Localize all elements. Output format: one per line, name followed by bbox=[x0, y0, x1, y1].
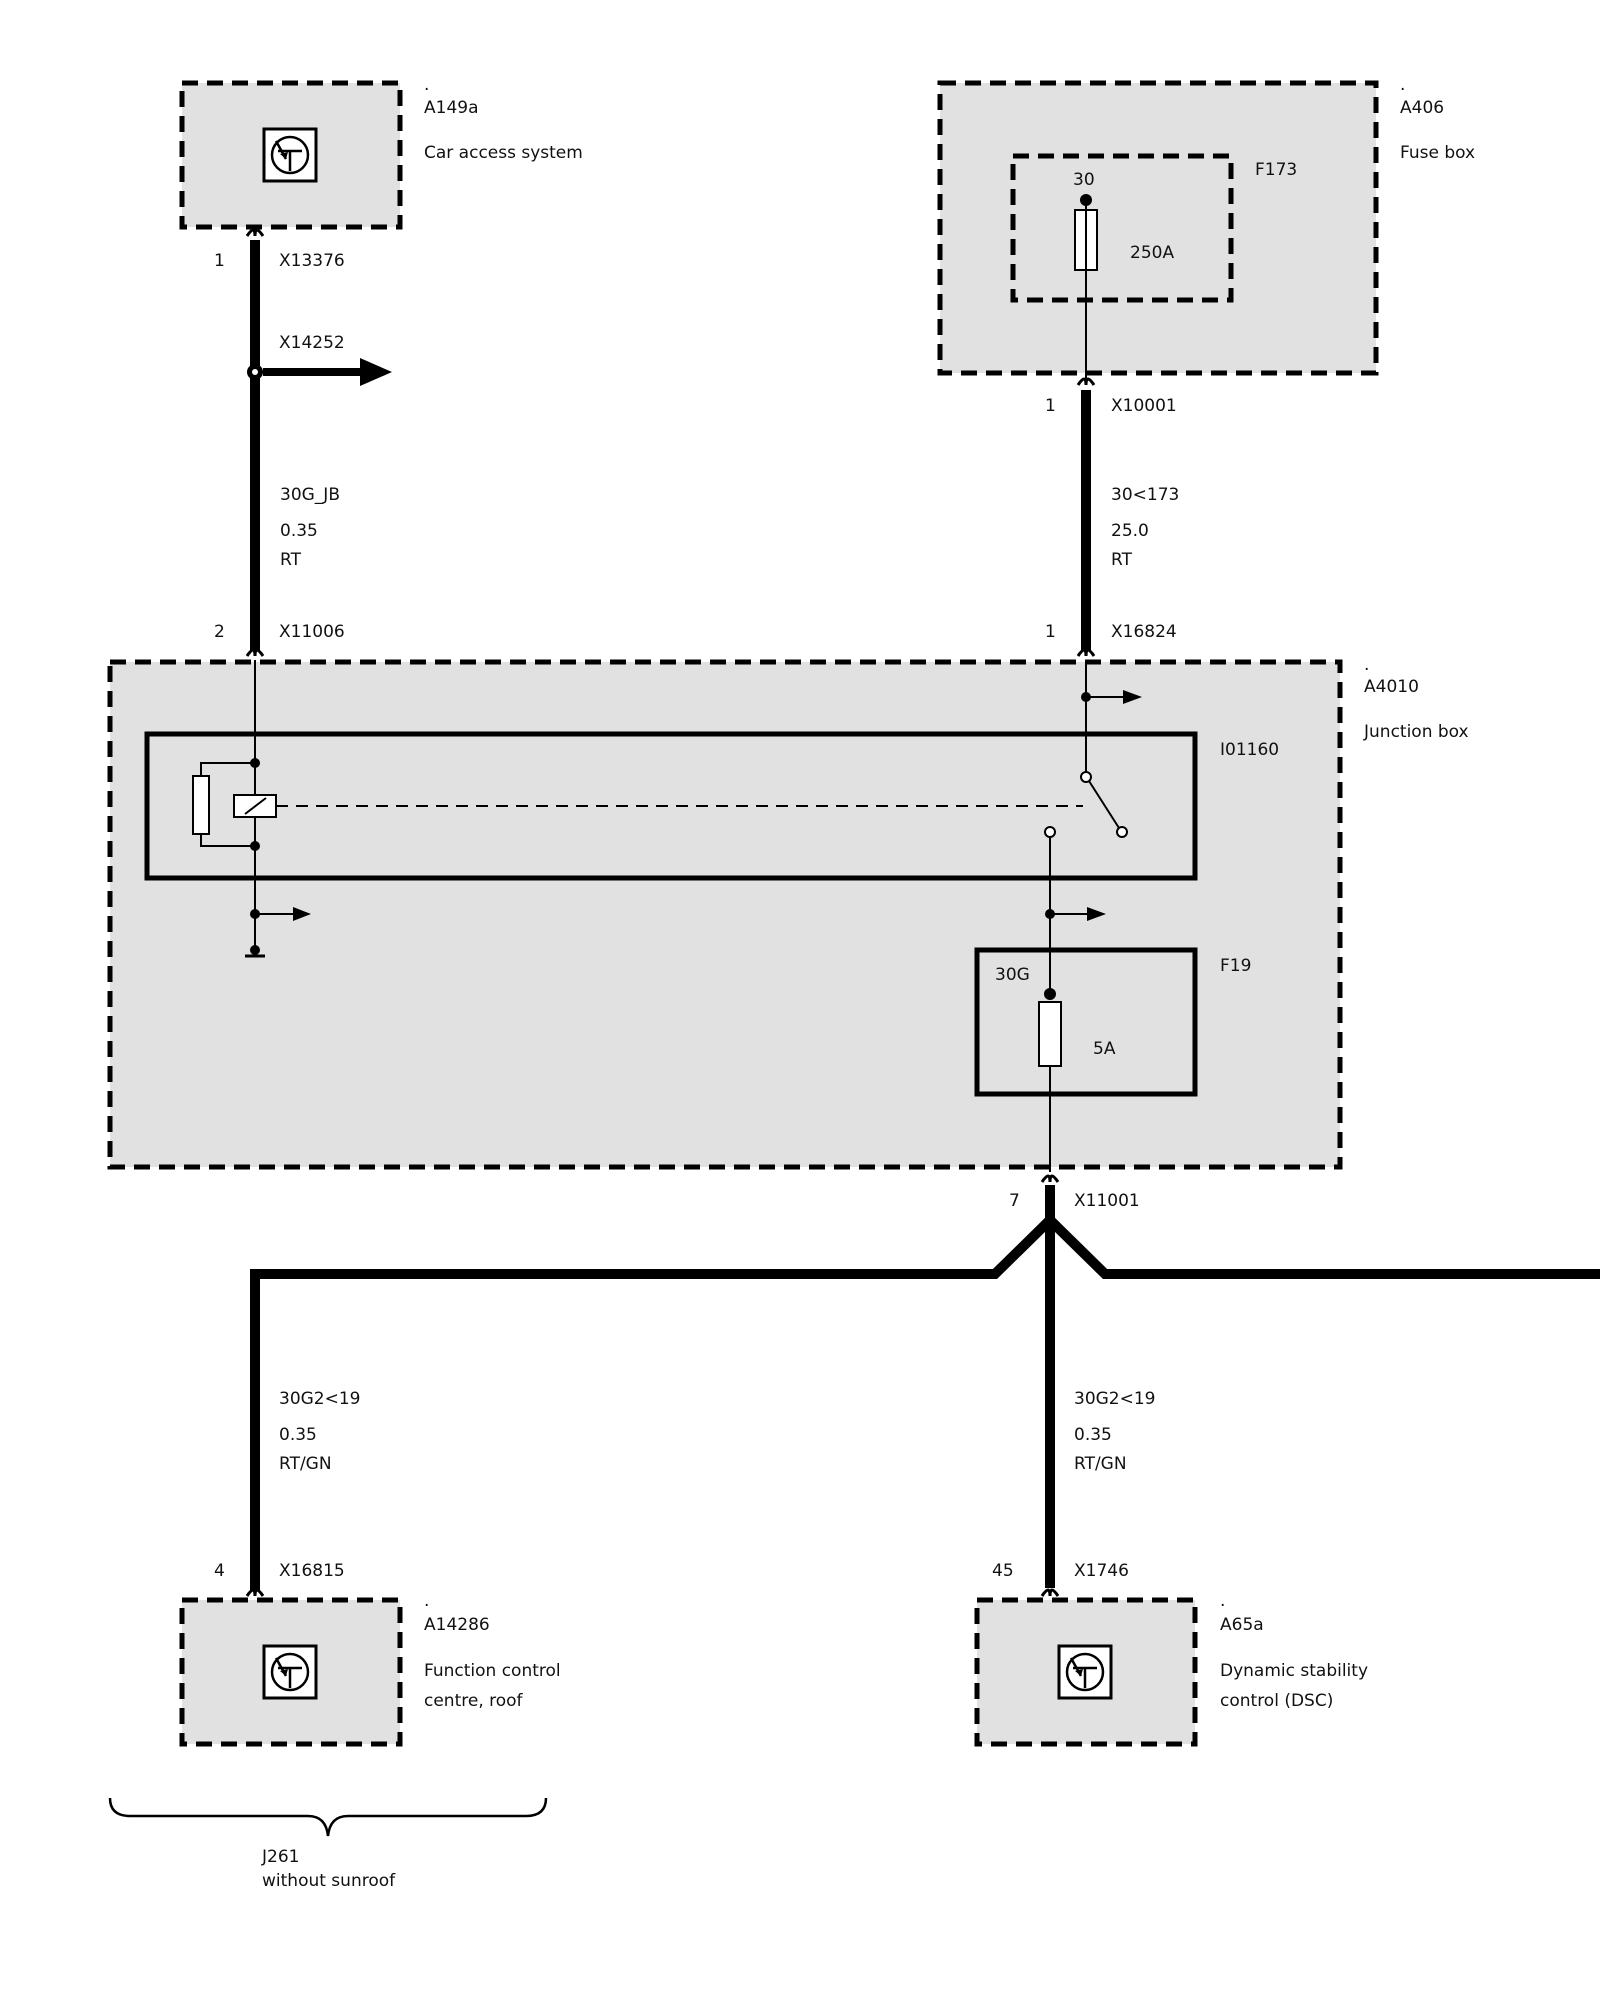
component-name: Junction box bbox=[1363, 722, 1469, 742]
wire-gauge: 0.35 bbox=[1074, 1425, 1112, 1445]
fuse-terminal: 30G bbox=[995, 965, 1030, 985]
resistor-icon bbox=[192, 775, 210, 835]
branch-arrow bbox=[293, 907, 311, 921]
branch-arrow bbox=[360, 358, 392, 386]
component-id: A149a bbox=[424, 98, 479, 118]
component-mark: . bbox=[424, 1591, 429, 1611]
option-text: without sunroof bbox=[262, 1871, 396, 1891]
wire-gauge: 25.0 bbox=[1111, 521, 1149, 541]
relay-switch bbox=[1088, 780, 1120, 829]
wire-signal: 30G2<19 bbox=[279, 1389, 361, 1409]
wire-split bbox=[250, 1216, 1054, 1590]
fuse-f173-box bbox=[1010, 153, 1234, 303]
fuse-f19-icon bbox=[1038, 1001, 1062, 1067]
junction-box bbox=[107, 659, 1343, 1170]
component-name: Car access system bbox=[424, 143, 583, 163]
component-id: A406 bbox=[1400, 98, 1444, 118]
branch-arrow bbox=[1123, 690, 1142, 704]
wire-color: RT/GN bbox=[1074, 1454, 1127, 1474]
control-unit-icon bbox=[262, 1644, 318, 1700]
connector-id: X16815 bbox=[279, 1561, 345, 1581]
fuse-f19-box bbox=[974, 947, 1198, 1097]
component-id: A65a bbox=[1220, 1615, 1264, 1635]
fuse-id: F173 bbox=[1255, 160, 1297, 180]
relay-id: I01160 bbox=[1220, 740, 1279, 760]
relay-i01160-box bbox=[144, 731, 1198, 881]
component-id: A4010 bbox=[1364, 677, 1419, 697]
connector-id: X13376 bbox=[279, 251, 345, 271]
connector-pin: 1 bbox=[214, 251, 225, 271]
wire-color: RT bbox=[280, 550, 302, 570]
connector-id: X1746 bbox=[1074, 1561, 1129, 1581]
option-code: J261 bbox=[261, 1847, 299, 1867]
option-brace bbox=[108, 1797, 548, 1837]
connector-id: X11006 bbox=[279, 622, 345, 642]
control-unit-icon bbox=[1057, 1644, 1113, 1700]
wire-gauge: 0.35 bbox=[279, 1425, 317, 1445]
connector-pin: 45 bbox=[992, 1561, 1014, 1581]
component-mark: . bbox=[1400, 75, 1405, 95]
component-mark: . bbox=[1220, 1591, 1225, 1611]
wire-signal: 30<173 bbox=[1111, 485, 1179, 505]
component-mark: . bbox=[1364, 655, 1369, 675]
connector-pin: 2 bbox=[214, 622, 225, 642]
connector-id: X16824 bbox=[1111, 622, 1177, 642]
component-name: Dynamic stability bbox=[1220, 1661, 1368, 1681]
component-name: centre, roof bbox=[424, 1691, 524, 1711]
fuse-rating: 5A bbox=[1093, 1039, 1116, 1059]
connector-pin: 7 bbox=[1009, 1191, 1020, 1211]
wire-gauge: 0.35 bbox=[280, 521, 318, 541]
connector-pin: 4 bbox=[214, 1561, 225, 1581]
component-mark: . bbox=[424, 75, 429, 95]
connector-pin: 1 bbox=[1045, 622, 1056, 642]
component-name: control (DSC) bbox=[1220, 1691, 1333, 1711]
wire-signal: 30G2<19 bbox=[1074, 1389, 1156, 1409]
fuse-terminal: 30 bbox=[1073, 170, 1095, 190]
connector-id: X11001 bbox=[1074, 1191, 1140, 1211]
branch-arrow bbox=[1087, 907, 1106, 921]
component-id: A14286 bbox=[424, 1615, 490, 1635]
wire-color: RT/GN bbox=[279, 1454, 332, 1474]
connector-pin: 1 bbox=[1045, 396, 1056, 416]
connector-id: X10001 bbox=[1111, 396, 1177, 416]
fuse-id: F19 bbox=[1220, 956, 1251, 976]
wire-signal: 30G_JB bbox=[280, 485, 340, 505]
control-unit-icon bbox=[262, 127, 318, 183]
connector-id: X14252 bbox=[279, 333, 345, 353]
fuse-rating: 250A bbox=[1130, 243, 1174, 263]
component-name: Fuse box bbox=[1400, 143, 1475, 163]
component-name: Function control bbox=[424, 1661, 561, 1681]
wire-color: RT bbox=[1111, 550, 1133, 570]
